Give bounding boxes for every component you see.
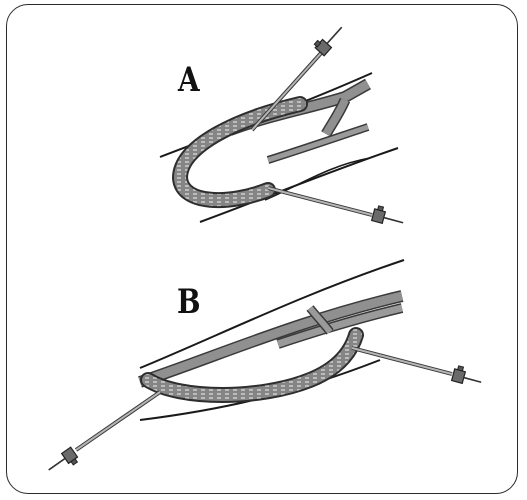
panel-a-label: A [178, 60, 200, 100]
panel-a-hub-lower [372, 205, 406, 228]
panel-b-illustration [45, 260, 484, 478]
panel-b-hub-right [452, 365, 484, 388]
panel-a-hub-upper [313, 21, 346, 56]
panel-a-illustration [160, 21, 406, 228]
panel-b-hub-left [45, 447, 80, 478]
panel-b-label: B [177, 282, 201, 322]
